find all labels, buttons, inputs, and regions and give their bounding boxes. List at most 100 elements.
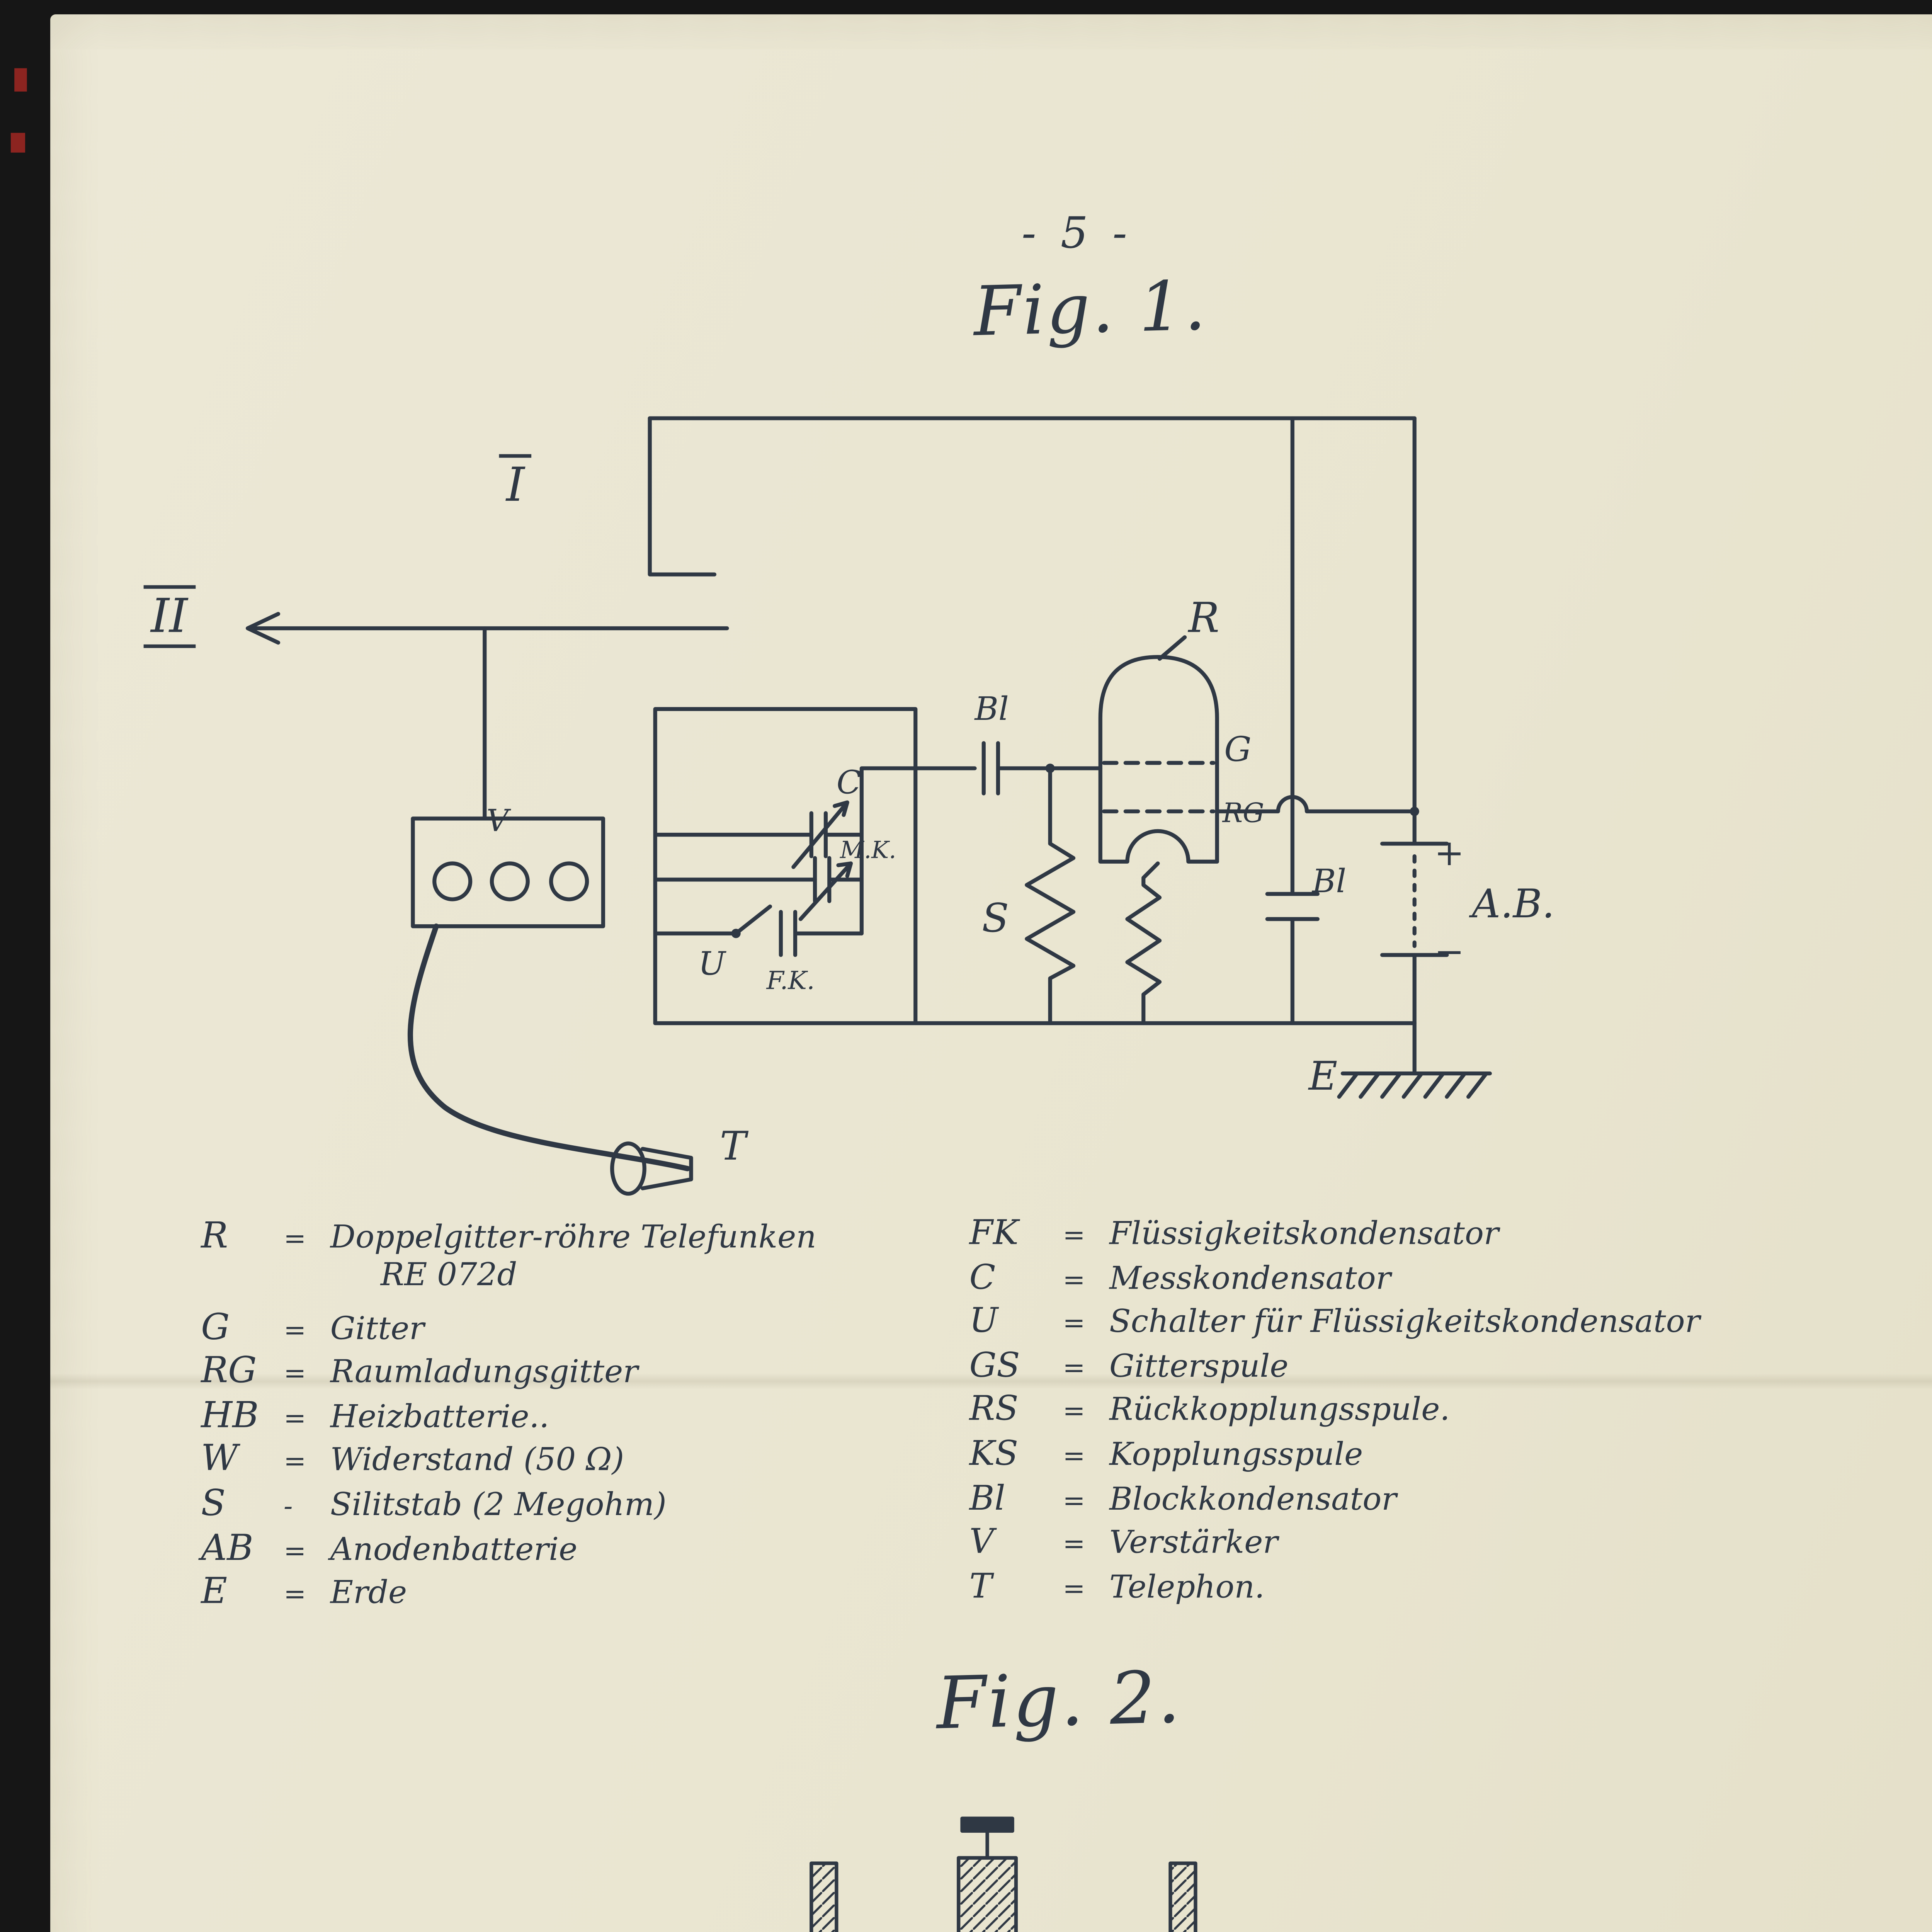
legend-abbr: Bl — [969, 1478, 1005, 1518]
legend-row: C = Messkondensator — [969, 1258, 1700, 1302]
earth-lead — [1340, 1021, 1492, 1076]
tube-base-bump — [1098, 829, 1219, 864]
label-coil-i: I — [499, 454, 532, 514]
coil-taps — [653, 833, 817, 935]
vessel-wall-left — [810, 1861, 838, 1932]
legend-row: W=Widerstand (50 Ω) — [201, 1437, 816, 1481]
label-battery-minus: − — [1434, 930, 1464, 973]
vessel-wall-right — [1168, 1861, 1197, 1932]
legend-abbr: FK — [969, 1213, 1019, 1253]
legend-abbr: S — [201, 1481, 226, 1524]
legend-row: HB=Heizbatterie.. — [201, 1393, 816, 1437]
capacitor-mk-arrow — [798, 861, 853, 921]
legend-row: FK=Flüssigkeitskondensator — [969, 1213, 1700, 1257]
label-block-cap-anode: Bl — [1312, 863, 1347, 901]
legend-text: Verstärker — [1109, 1526, 1278, 1562]
legend-row: U=Schalter für Flüssigkeitskondensator — [969, 1302, 1700, 1346]
grid-wire-capacitor — [913, 741, 1102, 796]
scan-mark — [10, 133, 26, 153]
legend-sep: = — [1063, 1528, 1085, 1560]
legend-text: Gitterspule — [1109, 1349, 1289, 1386]
legend-text2: RE 072d — [380, 1257, 517, 1294]
legend-row: GS=Gitterspule — [969, 1346, 1700, 1390]
telephone-horn — [641, 1147, 693, 1190]
fig2-cross-section — [810, 1816, 1197, 1932]
legend-abbr: HB — [201, 1392, 259, 1436]
legend-abbr: RS — [969, 1390, 1019, 1430]
label-tube-r: R — [1188, 596, 1219, 643]
legend-text: Doppelgitter-röhre Telefunken — [330, 1221, 816, 1257]
junction-dot — [1410, 806, 1419, 816]
switch-pivot — [731, 929, 741, 938]
label-amplifier-v: V — [486, 804, 509, 840]
legend-row: G=Gitter — [201, 1304, 816, 1348]
label-cap-c: C — [836, 765, 861, 803]
legend-sep: = — [284, 1534, 306, 1566]
legend-abbr: E — [201, 1569, 228, 1612]
legend-row: RG=Raumladungsgitter — [201, 1349, 816, 1393]
legend-abbr: V — [969, 1522, 994, 1562]
legend-text: Messkondensator — [1109, 1261, 1391, 1297]
label-block-cap-top: Bl — [975, 691, 1009, 729]
label-silit-s: S — [982, 897, 1009, 942]
arrow-to-amplifier — [245, 612, 729, 645]
legend-sep: = — [1063, 1572, 1085, 1605]
fig1-circuit-schematic — [245, 416, 1492, 1196]
legend-right-column: FK=Flüssigkeitskondensator C=Messkondens… — [969, 1213, 1700, 1611]
legend-row: Bl = Blockkondensator — [969, 1478, 1700, 1522]
anode-block-capacitor — [1265, 416, 1320, 1026]
legend-abbr: W — [201, 1437, 238, 1480]
legend-abbr: C — [969, 1257, 996, 1297]
legend-sep: - — [284, 1490, 293, 1522]
screw-knob — [960, 1816, 1014, 1833]
earth-hatching — [1337, 1071, 1488, 1099]
amplifier-box — [411, 816, 605, 929]
legend-sep: = — [284, 1313, 306, 1346]
legend-text: Telephon. — [1109, 1570, 1265, 1606]
label-cap-fk: F.K. — [766, 967, 815, 997]
legend-text: Erde — [330, 1576, 407, 1612]
capacitor-c — [809, 811, 864, 859]
legend-left-column: R=Doppelgitter-röhre Telefunken RE 072d … — [201, 1213, 816, 1613]
amplifier-jack — [490, 861, 530, 901]
legend-text: Blockkondensator — [1109, 1482, 1397, 1518]
legend-sep: = — [1063, 1219, 1085, 1251]
amplifier-jack — [432, 861, 473, 901]
label-earth-e: E — [1308, 1055, 1338, 1100]
legend-sep: = — [284, 1222, 306, 1255]
label-grid-rg: RG — [1222, 797, 1264, 830]
legend-sep: = — [284, 1401, 306, 1434]
legend-sep: = — [1063, 1439, 1085, 1472]
label-switch-u: U — [698, 946, 726, 984]
legend-text: Raumladungsgitter — [330, 1355, 638, 1392]
legend-text: Anodenbatterie — [330, 1532, 578, 1568]
legend-row: RS=Rückkopplungsspule. — [969, 1390, 1700, 1434]
label-battery-plus: + — [1434, 831, 1464, 874]
fig1-title: Fig. 1. — [973, 266, 1209, 352]
label-coil-ii: II — [143, 585, 195, 648]
junction-dot — [1045, 764, 1055, 773]
label-cap-mk: M.K. — [840, 838, 896, 866]
legend-row: R=Doppelgitter-röhre Telefunken — [201, 1213, 816, 1257]
legend-abbr: AB — [201, 1525, 253, 1568]
heater-resistor — [1125, 861, 1162, 1026]
legend-sep: = — [1063, 1307, 1085, 1340]
tube-label-pointer — [1157, 635, 1187, 661]
legend-text: Rückkopplungsspule. — [1109, 1393, 1450, 1430]
legend-row: V = Verstärker — [969, 1522, 1700, 1566]
silit-rod-zigzag — [1025, 766, 1076, 1026]
legend-row: E=Erde — [201, 1569, 816, 1613]
telephone-bell — [610, 1141, 646, 1196]
legend-sep: = — [1063, 1263, 1085, 1296]
legend-sep: = — [1063, 1483, 1085, 1516]
legend-abbr: T — [969, 1566, 992, 1606]
wire-left-hook — [648, 416, 717, 577]
legend-sep: = — [1063, 1351, 1085, 1384]
central-rod — [957, 1856, 1018, 1932]
legend-text: Widerstand (50 Ω) — [330, 1444, 624, 1480]
page-number: - 5 - — [1021, 208, 1133, 259]
legend-abbr: U — [969, 1301, 998, 1342]
fig2-title: Fig. 2. — [935, 1657, 1183, 1747]
legend-abbr: G — [201, 1304, 230, 1347]
